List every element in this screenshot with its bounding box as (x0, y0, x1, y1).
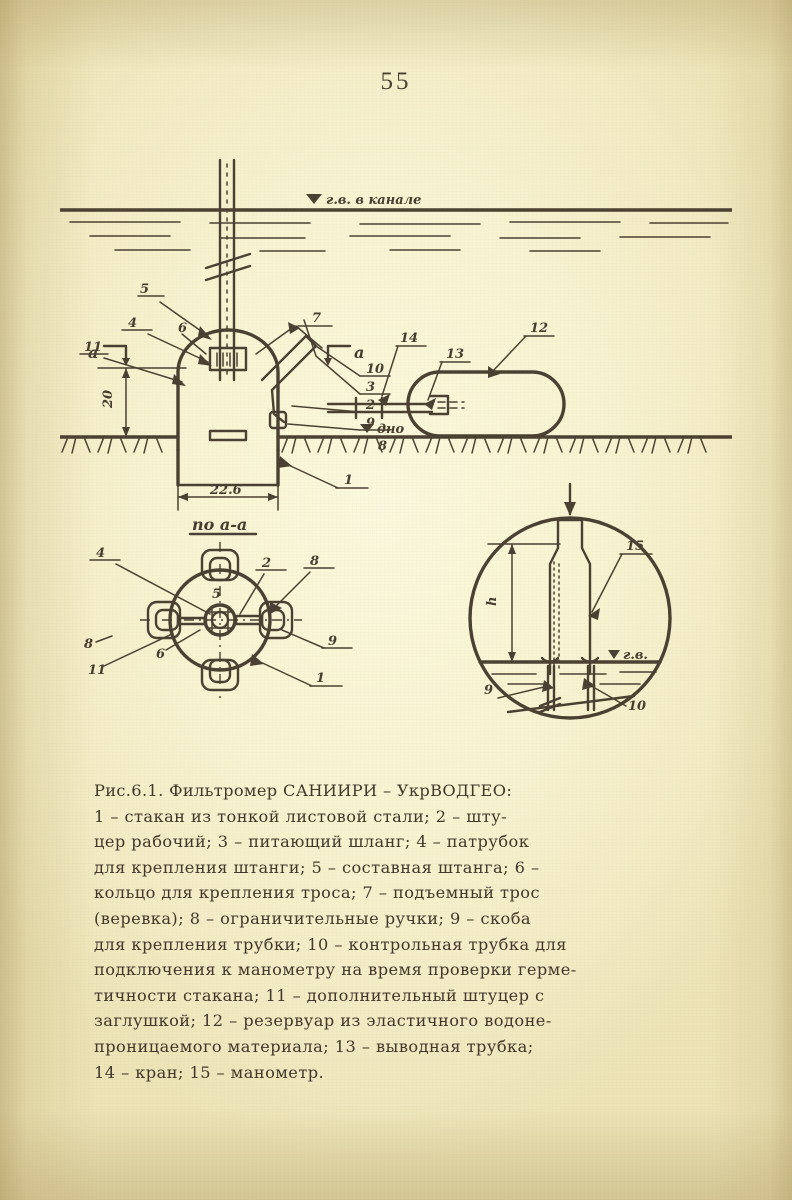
plan-callout-2-text: 2 (261, 556, 271, 571)
caption-line: цер рабочий; 3 – питающий шланг; 4 – пат… (94, 832, 530, 852)
plan-callout-4-text: 4 (96, 546, 105, 561)
caption-line: 14 – кран; 15 – манометр. (94, 1062, 325, 1082)
caption-line: 1 – стакан из тонкой листовой стали; 2 –… (94, 806, 508, 826)
plan-callout-8-right: 8 (270, 554, 335, 614)
water-level-canal-label: г.в. в канале (306, 193, 421, 208)
bottom-level-label: дно (360, 422, 405, 437)
section-marker-right-text: а (354, 343, 364, 362)
plan-callout-5-text: 5 (212, 587, 221, 602)
plan-handle-bottom (200, 658, 240, 692)
callout-1-text: 1 (344, 473, 353, 488)
detail-water-level-text: г.в. (623, 648, 648, 663)
plan-callout-8-left: 8 (84, 635, 113, 652)
plan-callout-1-text: 1 (316, 671, 325, 686)
callout-14-text: 14 (400, 331, 418, 346)
callout-13-text: 13 (446, 347, 464, 362)
caption-line: для крепления трубки; 10 – контрольная т… (94, 934, 567, 954)
callout-2-text: 2 (365, 398, 375, 413)
supply-hose (326, 396, 434, 420)
callout-9: 9 (287, 416, 391, 431)
callout-13: 13 (424, 347, 471, 410)
figure-caption: Рис.6.1. Фильтромер САНИИРИ – УкрВОДГЕО:… (94, 778, 714, 1085)
plan-callout-8-right-text: 8 (310, 554, 319, 569)
callout-14: 14 (378, 331, 427, 406)
callout-8-ground-text: 8 (378, 439, 387, 454)
dimension-height-20: 20 (97, 367, 187, 438)
callout-6-text: 6 (178, 321, 187, 336)
caption-line: для крепления штанги; 5 – составная штан… (94, 857, 540, 877)
plan-callout-11: 11 (88, 633, 173, 678)
callout-3: 3 (315, 355, 391, 395)
callout-9-text: 9 (366, 416, 375, 431)
canal-bed-line (60, 435, 732, 454)
section-marker-left: а (88, 343, 130, 366)
callout-12-text: 12 (530, 321, 548, 336)
caption-line: (веревка); 8 – ограничительные ручки; 9 … (94, 908, 532, 928)
dimension-height-text: 20 (101, 390, 116, 409)
section-view-title: по а-а (188, 515, 258, 536)
nozzle-assembly (260, 319, 323, 430)
section-view-title-text: по а-а (192, 515, 247, 534)
plan-callout-1: 1 (250, 654, 343, 687)
water-level-canal-text: г.в. в канале (326, 193, 421, 208)
detail-callout-10-text: 10 (628, 699, 646, 714)
detail-callout-10: 10 (582, 678, 646, 714)
page-number: 55 (380, 68, 412, 95)
detail-callout-9: 9 (484, 680, 554, 699)
callout-7: 7 (255, 311, 333, 355)
plan-callout-6-text: 6 (156, 647, 165, 662)
plan-callout-2: 2 (239, 556, 287, 615)
section-marker-left-text: а (88, 343, 98, 362)
callout-4: 4 (121, 316, 212, 366)
plan-callout-9-text: 9 (328, 634, 337, 649)
callout-6: 6 (178, 321, 207, 355)
callout-12: 12 (488, 321, 555, 378)
caption-line: тичности стакана; 11 – дополнительный шт… (94, 985, 545, 1005)
callout-10-text: 10 (366, 362, 384, 377)
callout-8-ground: 8 (378, 439, 387, 454)
plan-callout-9: 9 (281, 629, 353, 649)
canal-water-surface (60, 208, 732, 252)
plan-callout-5: 5 (212, 587, 221, 602)
callout-4-text: 4 (128, 316, 137, 331)
callout-11: 11 (79, 340, 186, 386)
plan-view (140, 542, 302, 698)
dimension-width-226: 22.6 (176, 436, 280, 511)
callout-5: 5 (137, 282, 212, 340)
caption-line: кольцо для крепления троса; 7 – подъемны… (94, 883, 540, 903)
composite-rod (204, 158, 252, 382)
elastic-reservoir (406, 370, 566, 438)
figure-drawing: .ln { stroke:#4a4032; fill:none; stroke-… (60, 158, 732, 720)
detail-callout-9-text: 9 (484, 683, 493, 698)
callout-10: 10 (315, 345, 391, 377)
detail-callout-15-text: 15 (626, 539, 644, 554)
callout-7-text: 7 (312, 311, 321, 326)
rod-mounting-socket (208, 346, 248, 372)
bottom-level-text: дно (377, 422, 405, 437)
callout-1: 1 (278, 456, 369, 489)
caption-line: Рис.6.1. Фильтромер САНИИРИ – УкрВОДГЕО: (94, 781, 513, 800)
plan-callout-6: 6 (156, 629, 201, 662)
technical-figure: .ln { stroke:#4a4032; fill:none; stroke-… (60, 150, 732, 750)
plan-handle-top (200, 548, 240, 582)
steel-cylinder-body (176, 328, 280, 487)
plan-callout-8-left-text: 8 (84, 637, 93, 652)
dimension-head-text: h (485, 597, 500, 606)
callout-2: 2 (291, 398, 391, 413)
detail-callout-15: 15 (588, 539, 653, 620)
section-marker-right: а (324, 343, 364, 366)
caption-line: подключения к манометру на время проверк… (94, 960, 577, 980)
caption-line: проницаемого материала; 13 – выводная тр… (94, 1036, 534, 1056)
caption-line: заглушкой; 12 – резервуар из эластичного… (94, 1011, 552, 1031)
detail-circle-manometer: г.в. h 15 9 (468, 482, 672, 720)
callout-5-text: 5 (140, 282, 149, 297)
plan-callout-11-text: 11 (88, 663, 106, 678)
dimension-width-text: 22.6 (209, 483, 242, 498)
callout-3-text: 3 (366, 380, 375, 395)
plan-callout-4: 4 (89, 546, 211, 615)
callout-11-text: 11 (84, 340, 102, 355)
